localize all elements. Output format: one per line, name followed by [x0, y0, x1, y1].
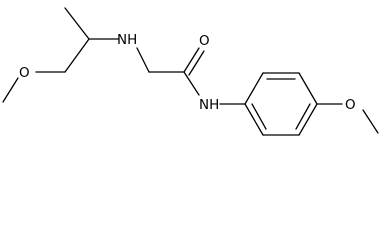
- atom-label-o-methoxy-left: O: [19, 65, 30, 81]
- chemical-structure-diagram: NH O NH O O: [2, 7, 379, 136]
- bond-carbonyl-double-1: [183, 47, 200, 73]
- atom-label-nh-amine: NH: [117, 32, 137, 48]
- atom-label-o-carbonyl: O: [199, 33, 210, 49]
- ring-bond-3: [298, 72, 318, 105]
- bond-ch-ch2: [64, 38, 90, 73]
- atom-label-o-methoxy-right: O: [345, 97, 356, 113]
- bond-nh-ch2: [136, 47, 150, 73]
- bond-o-methyl-left: [2, 77, 19, 103]
- bond-o-methyl-right: [362, 109, 379, 134]
- bond-lines: [2, 7, 379, 136]
- bond-carbonyl-double-2: [188, 50, 205, 76]
- bond-carbonyl-nh: [183, 71, 200, 96]
- ring-inner-bond-right: [295, 103, 311, 130]
- atom-labels: NH O NH O O: [19, 32, 356, 113]
- ring-bond-6: [244, 103, 264, 136]
- ring-inner-bond-left: [251, 103, 267, 130]
- ring-bond-1: [244, 72, 264, 105]
- bond-methyl-ch: [64, 7, 90, 40]
- atom-label-nh-amide: NH: [199, 97, 219, 113]
- ring-bond-4: [298, 103, 318, 136]
